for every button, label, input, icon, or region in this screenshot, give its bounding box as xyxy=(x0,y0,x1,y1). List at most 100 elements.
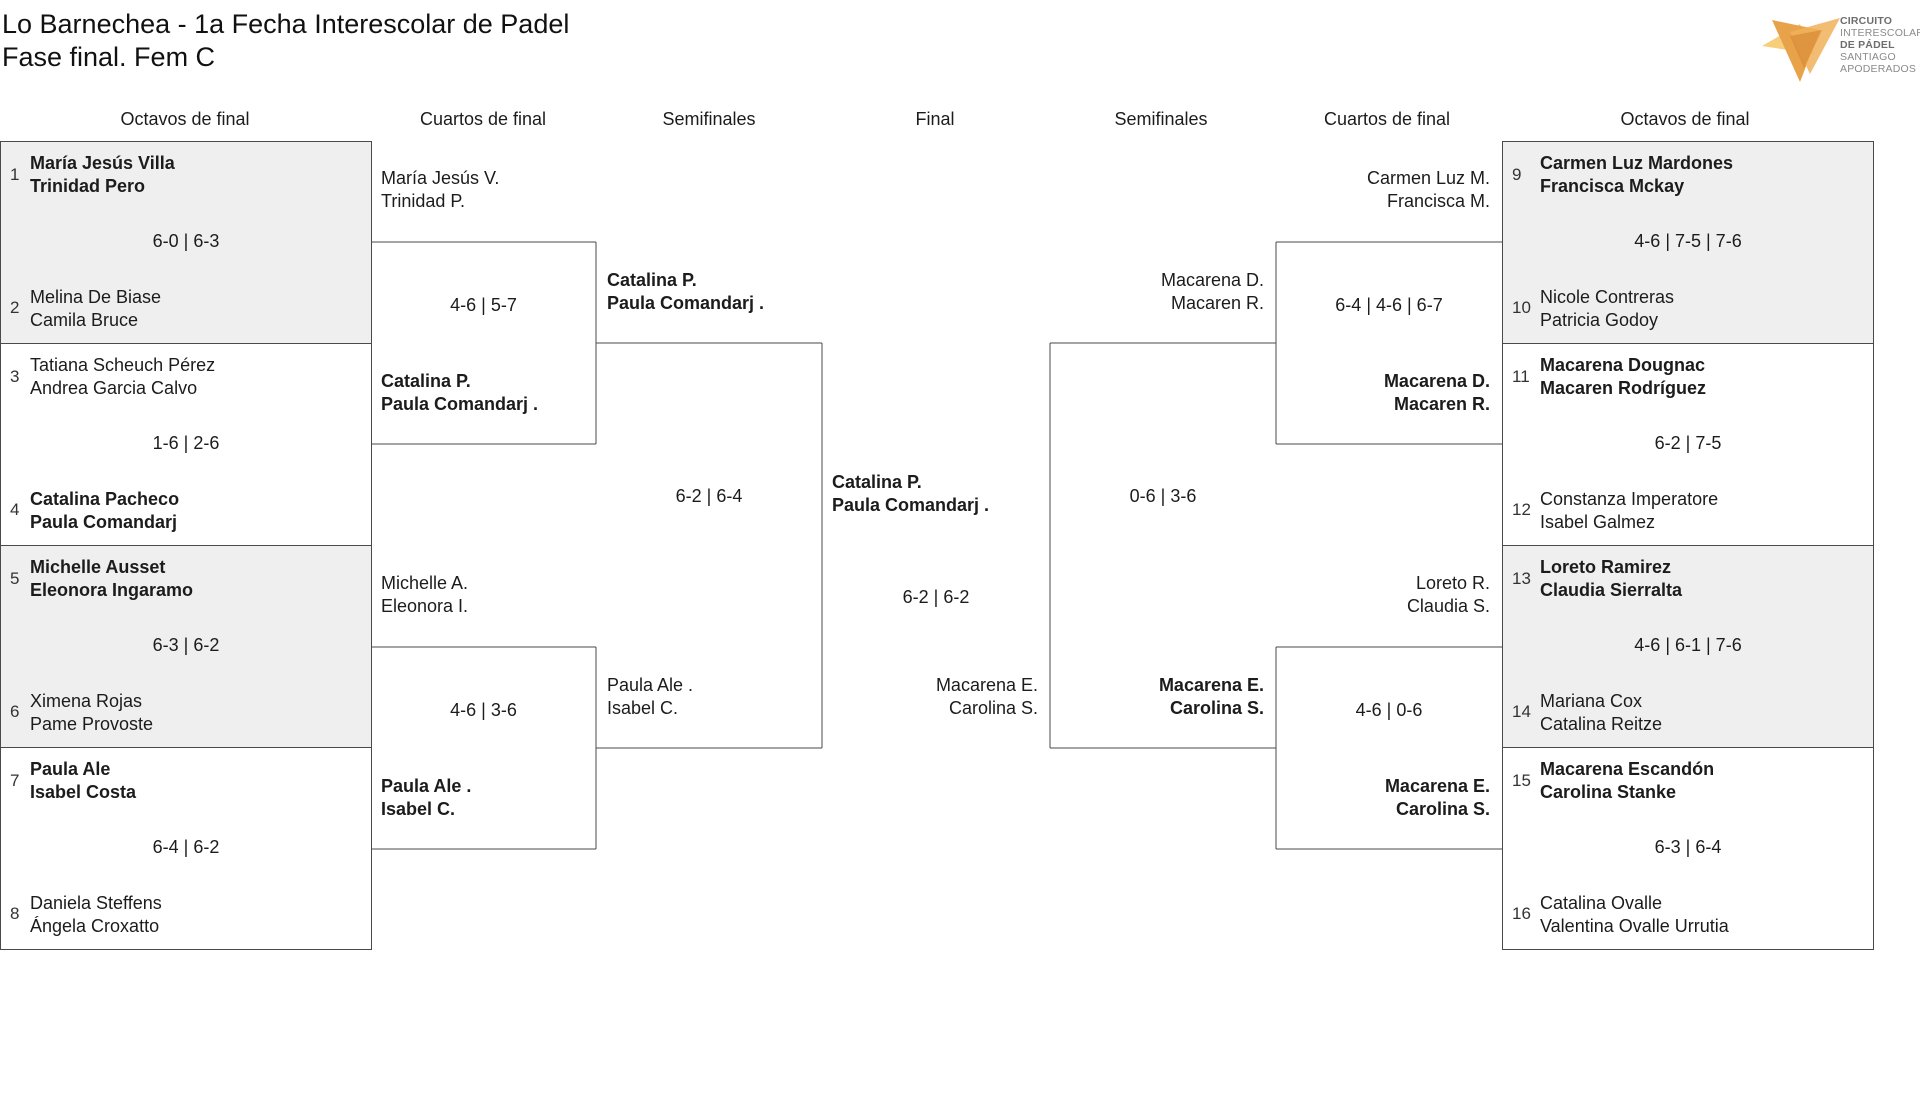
team-names[interactable]: Paula Ale . Isabel C. xyxy=(381,775,596,821)
team-names[interactable]: Macarena E.Carolina S. xyxy=(822,674,1038,720)
player-name: Isabel Costa xyxy=(30,782,137,802)
player-name: Patricia Godoy xyxy=(1540,310,1659,330)
seed-number: 15 xyxy=(1512,771,1531,790)
player-name: Macarena D. xyxy=(1383,371,1490,391)
player-name: Andrea Garcia Calvo xyxy=(30,378,198,398)
player-name: Macarena Escandón xyxy=(1540,759,1715,779)
team-names[interactable]: Macarena D. Macaren R. xyxy=(1276,370,1490,416)
player-name: Mariana Cox xyxy=(1540,691,1643,711)
seed-number: 6 xyxy=(10,702,20,721)
player-name: Eleonora I. xyxy=(381,596,469,616)
header-left-sf: Semifinales xyxy=(662,109,756,129)
match-box xyxy=(0,545,372,748)
logo-text-line: CIRCUITO xyxy=(1840,15,1893,27)
seed-number: 3 xyxy=(10,367,20,386)
player-name: Constanza Imperatore xyxy=(1540,489,1719,509)
player-name: Isabel C. xyxy=(381,799,456,819)
player-name: Macarena E. xyxy=(1384,776,1490,796)
player-name: Paula Ale . xyxy=(381,776,472,796)
team-names[interactable]: Macarena E.Carolina S. xyxy=(1050,674,1264,720)
match-box xyxy=(1502,747,1874,950)
player-name: Macaren Rodríguez xyxy=(1540,378,1707,398)
player-name: Carolina S. xyxy=(1169,698,1264,718)
seed-number: 9 xyxy=(1512,165,1522,184)
match-score: 6-4 | 4-6 | 6-7 xyxy=(1335,295,1443,315)
match-box xyxy=(0,141,372,344)
player-name: Camila Bruce xyxy=(30,310,139,330)
header-left-r16: Octavos de final xyxy=(120,109,250,129)
seed-number: 16 xyxy=(1512,904,1531,923)
team-names[interactable]: Carmen Luz M.Francisca M. xyxy=(1276,167,1490,213)
player-name: María Jesús V. xyxy=(381,168,500,188)
header-right-sf: Semifinales xyxy=(1114,109,1208,129)
match-score: 6-2 | 6-4 xyxy=(675,486,743,506)
player-name: Paula Comandarj . xyxy=(381,394,539,414)
header-left-qf: Cuartos de final xyxy=(419,109,547,129)
match-score: 4-6 | 5-7 xyxy=(450,295,517,315)
player-name: Macaren R. xyxy=(1393,394,1490,414)
player-name: Catalina Pacheco xyxy=(30,489,180,509)
team-names[interactable]: Catalina P.Paula Comandarj . xyxy=(607,269,822,315)
player-name: Paula Ale xyxy=(30,759,111,779)
team-names[interactable]: María Jesús V. Trinidad P. xyxy=(381,167,596,213)
match-score: 6-3 | 6-2 xyxy=(152,635,220,655)
team-names[interactable]: Loreto R.Claudia S. xyxy=(1276,572,1490,618)
logo-text-line: DE PÁDEL xyxy=(1840,39,1895,51)
player-name: Carolina Stanke xyxy=(1540,782,1677,802)
team-names[interactable]: Catalina P.Paula Comandarj . xyxy=(832,471,1047,517)
match-score: 6-4 | 6-2 xyxy=(152,837,220,857)
player-name: Claudia Sierralta xyxy=(1540,580,1683,600)
player-name: Macarena Dougnac xyxy=(1540,355,1706,375)
player-name: Catalina Reitze xyxy=(1540,714,1663,734)
team-names[interactable]: Macarena D.Macaren R. xyxy=(1050,269,1264,315)
logo-text-line: SANTIAGO xyxy=(1840,51,1896,63)
team-names[interactable]: Catalina P. Paula Comandarj . xyxy=(381,370,596,416)
player-name: Pame Provoste xyxy=(30,714,154,734)
team-names[interactable]: Macarena E.Carolina S. xyxy=(1276,775,1490,821)
match-score: 6-0 | 6-3 xyxy=(152,231,220,251)
player-name: Paula Ale . xyxy=(607,675,694,695)
page-subtitle: Fase final. Fem C xyxy=(2,42,216,72)
page-title: Lo Barnechea - 1a Fecha Interescolar de … xyxy=(2,9,570,39)
team-names[interactable]: Michelle A.Eleonora I. xyxy=(381,572,596,618)
match-score: 6-2 | 6-2 xyxy=(902,587,970,607)
player-name: Trinidad P. xyxy=(381,191,466,211)
logo-text-line: INTERESCOLAR xyxy=(1840,27,1920,39)
seed-number: 1 xyxy=(10,165,20,184)
player-name: Francisca M. xyxy=(1386,191,1490,211)
player-name: Catalina P. xyxy=(607,270,697,290)
player-name: Michelle Ausset xyxy=(30,557,166,577)
player-name: Macarena D. xyxy=(1160,270,1264,290)
match-score: 6-3 | 6-4 xyxy=(1654,837,1722,857)
player-name: Macarena E. xyxy=(935,675,1038,695)
player-name: Melina De Biase xyxy=(30,287,162,307)
match-score: 4-6 | 3-6 xyxy=(450,700,517,720)
player-name: Claudia S. xyxy=(1406,596,1490,616)
seed-number: 11 xyxy=(1512,367,1530,386)
player-name: Catalina P. xyxy=(381,371,471,391)
player-name: Daniela Steffens xyxy=(30,893,162,913)
match-score: 1-6 | 2-6 xyxy=(152,433,220,453)
player-name: Paula Comandarj . xyxy=(832,495,990,515)
logo-text-line: APODERADOS xyxy=(1840,63,1917,75)
team-names[interactable]: Paula Ale .Isabel C. xyxy=(607,674,822,720)
header-final: Final xyxy=(915,109,955,129)
match-score: 4-6 | 0-6 xyxy=(1355,700,1423,720)
